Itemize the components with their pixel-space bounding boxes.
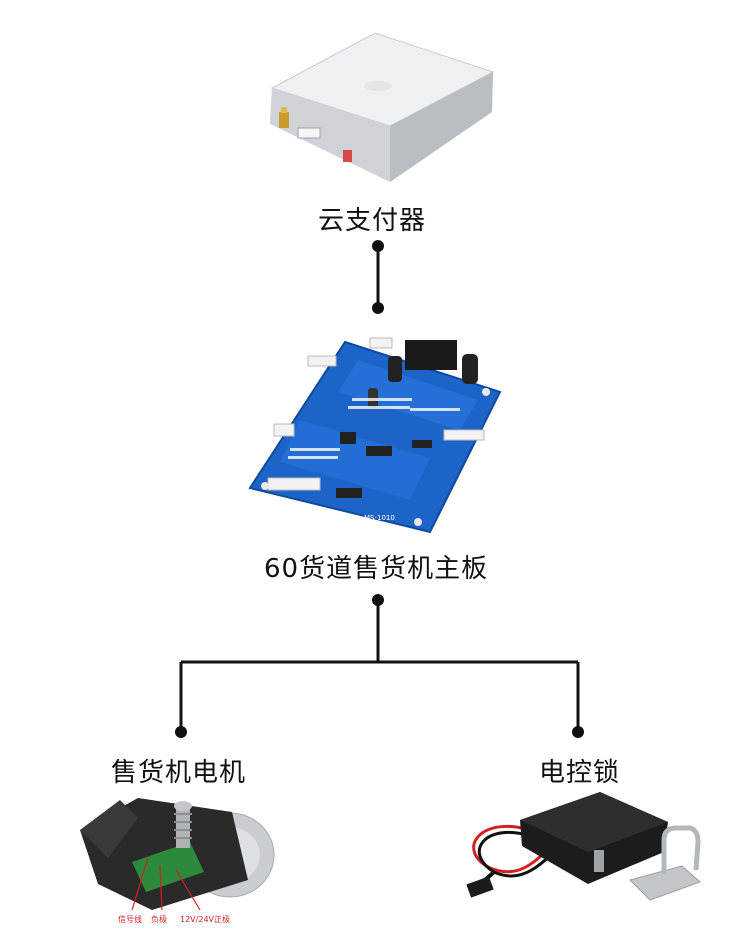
node-label-lock: 电控锁 xyxy=(539,758,621,788)
vending-motor-image xyxy=(80,798,275,911)
connector-payer-to-board xyxy=(372,240,384,314)
motor-wire-label-positive: 12V/24V正极 xyxy=(180,915,230,924)
motor-wire-label-signal: 信号线 xyxy=(118,915,142,924)
node-label-payer: 云支付器 xyxy=(318,206,427,236)
node-label-board: 60货道售货机主板 xyxy=(264,554,489,584)
board-model-print: MS-1010 xyxy=(364,514,395,522)
connector-board-to-devices xyxy=(175,594,584,738)
electronic-lock-image xyxy=(466,792,701,901)
controller-board-image: MS-1010 xyxy=(248,337,502,534)
cloud-payment-device-image xyxy=(270,32,495,182)
motor-wire-label-negative: 负极 xyxy=(151,915,167,924)
node-label-motor: 售货机电机 xyxy=(111,758,247,788)
